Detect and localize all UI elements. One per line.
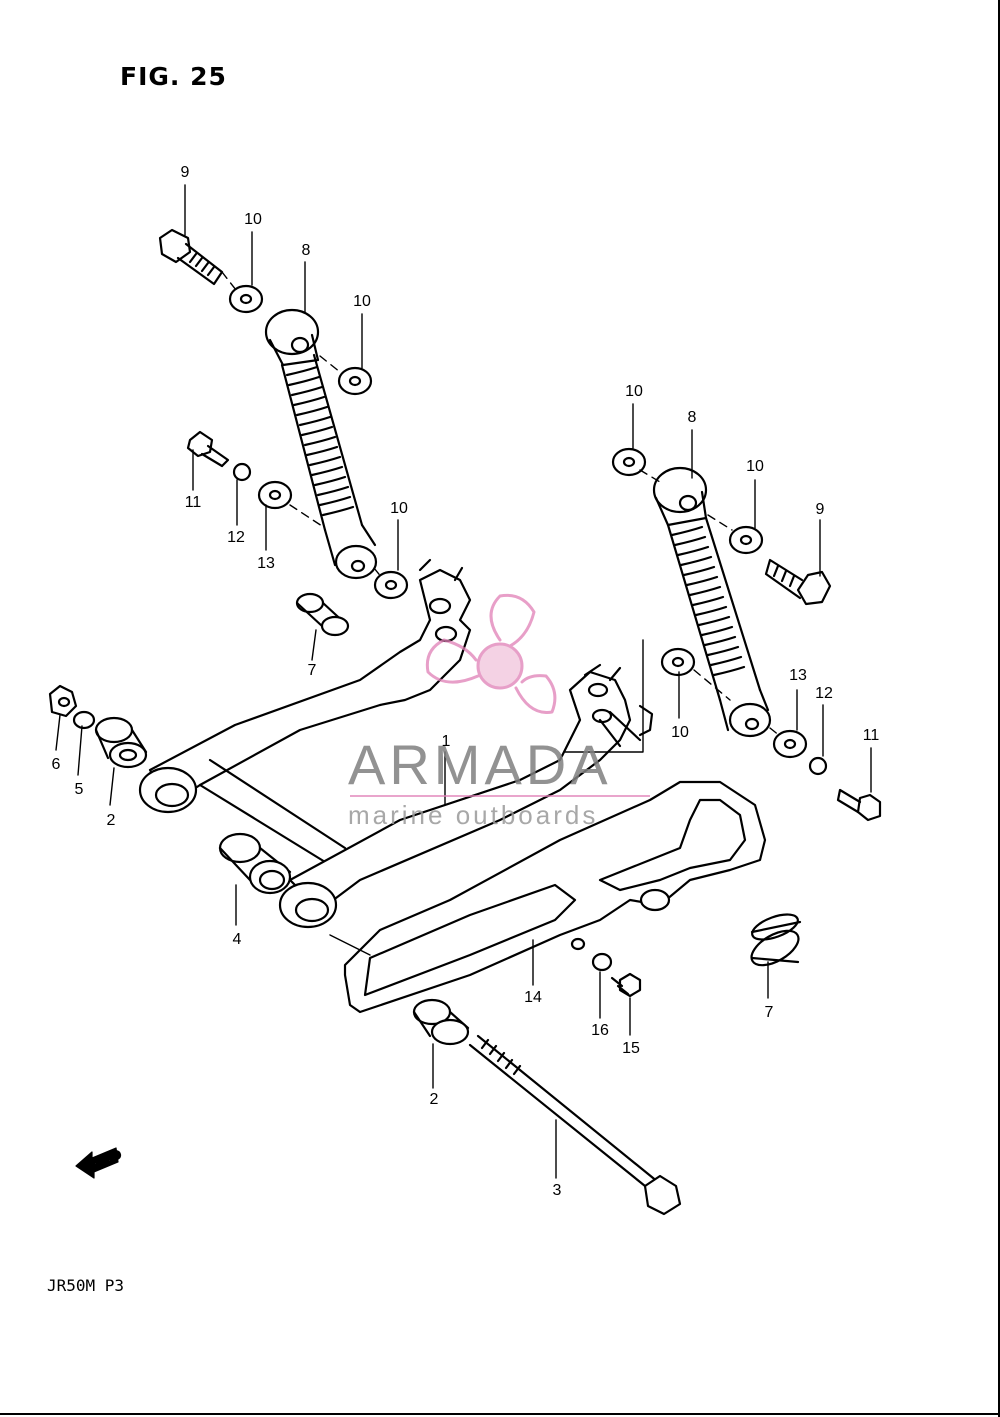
model-code: JR50M P3	[47, 1276, 125, 1295]
nut-6	[48, 684, 78, 718]
callout-10-lower-right[interactable]: 10	[671, 724, 689, 741]
lock-washers-12	[232, 462, 828, 776]
bolt-15	[610, 972, 642, 998]
callout-8-right[interactable]: 8	[687, 409, 697, 426]
bushing-2-left	[94, 716, 148, 769]
bushing-2-lower	[412, 998, 470, 1046]
callout-11-right[interactable]: 11	[862, 727, 880, 744]
swing-arm-1	[138, 558, 654, 929]
washer-16	[591, 952, 613, 972]
assembly-center-lines	[221, 271, 781, 737]
left-shock-absorber	[264, 308, 378, 580]
callout-5[interactable]: 5	[74, 781, 84, 798]
bolt-9-right	[764, 558, 832, 606]
bushing-7-upper	[295, 592, 350, 637]
callout-9-right[interactable]: 9	[815, 501, 825, 518]
watermark-rule	[350, 795, 650, 797]
callout-7-upper[interactable]: 7	[307, 662, 317, 679]
washers-13	[257, 480, 808, 759]
callout-10-top-left[interactable]: 10	[244, 211, 262, 228]
frame-border-bottom	[0, 1413, 1000, 1415]
callout-11-left[interactable]: 11	[184, 494, 202, 511]
bolts-11	[186, 430, 882, 822]
callout-13-right[interactable]: 13	[789, 667, 807, 684]
callout-14[interactable]: 14	[524, 989, 542, 1006]
callout-16[interactable]: 16	[591, 1022, 609, 1039]
callout-13-left[interactable]: 13	[257, 555, 275, 572]
callout-leader-lines	[55, 184, 872, 1179]
fwd-label: FWD	[91, 1148, 123, 1171]
callout-15[interactable]: 15	[622, 1040, 640, 1057]
forward-direction-arrow[interactable]: FWD	[75, 1147, 124, 1179]
callout-3[interactable]: 3	[552, 1182, 562, 1199]
washers-10	[228, 284, 764, 677]
chain-cover-14	[343, 780, 767, 1014]
callout-10-top-right[interactable]: 10	[625, 383, 643, 400]
bolt-9-left	[158, 228, 224, 286]
watermark-name: ARMADA	[348, 733, 612, 796]
callout-10-upper-left[interactable]: 10	[353, 293, 371, 310]
callout-9-left[interactable]: 9	[180, 164, 190, 181]
callout-1[interactable]: 1	[441, 733, 451, 750]
washer-5	[72, 710, 96, 730]
callout-2-lower[interactable]: 2	[429, 1091, 439, 1108]
frame-border-right	[998, 0, 1000, 1417]
right-shock-absorber	[652, 466, 772, 738]
callout-2-left[interactable]: 2	[106, 812, 116, 829]
bushing-4	[218, 832, 292, 895]
callout-7-lower[interactable]: 7	[764, 1004, 774, 1021]
bushing-7-lower	[750, 913, 802, 967]
callout-12-right[interactable]: 12	[815, 685, 833, 702]
callout-12-left[interactable]: 12	[227, 529, 245, 546]
callout-10-lower-left[interactable]: 10	[390, 500, 408, 517]
watermark-tagline: marine outboards	[348, 800, 599, 830]
armada-propeller-logo	[425, 593, 557, 714]
callout-10-upper-right[interactable]: 10	[746, 458, 764, 475]
callout-8-left[interactable]: 8	[301, 242, 311, 259]
callout-6[interactable]: 6	[51, 756, 61, 773]
figure-title: FIG. 25	[120, 62, 227, 91]
axle-bolt-3	[468, 1034, 682, 1216]
callout-4[interactable]: 4	[232, 931, 242, 948]
